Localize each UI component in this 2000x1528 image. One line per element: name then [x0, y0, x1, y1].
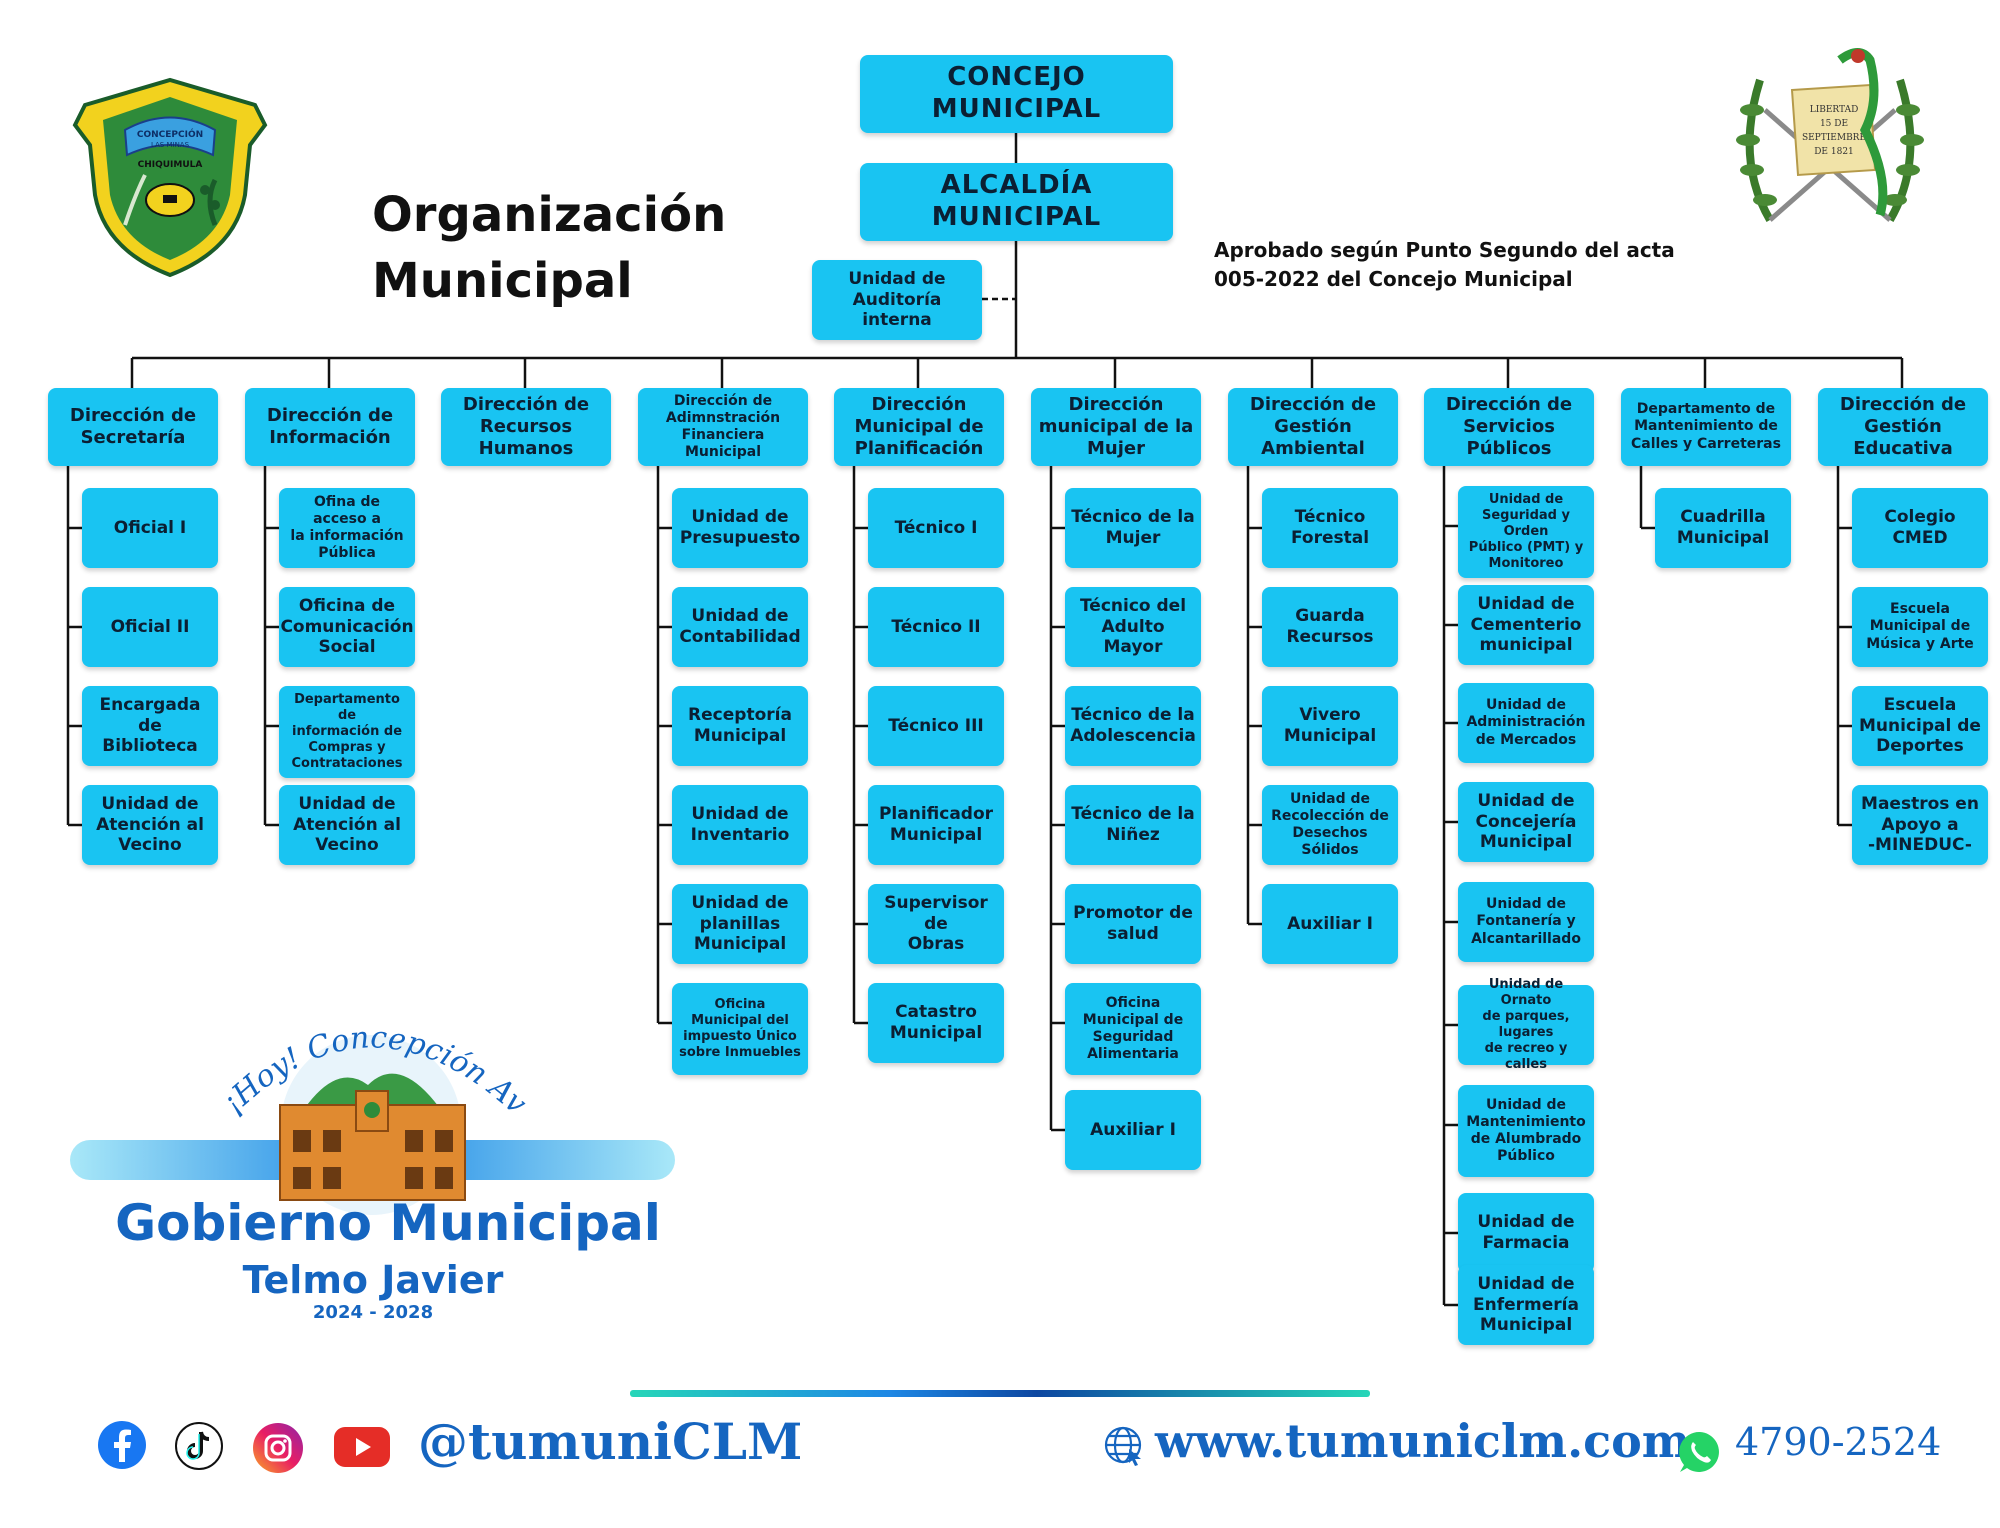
- website-link[interactable]: www.tumuniclm.com: [1155, 1414, 1691, 1468]
- unit-box: Técnico de la Adolescencia: [1065, 686, 1201, 766]
- unit-box: Planificador Municipal: [868, 785, 1004, 865]
- unit-box: Unidad de Fontanería y Alcantarillado: [1458, 882, 1594, 962]
- unit-box: Unidad de Farmacia: [1458, 1193, 1594, 1273]
- svg-text:CONCEPCIÓN: CONCEPCIÓN: [137, 128, 203, 140]
- youtube-icon[interactable]: [333, 1426, 391, 1468]
- unit-box: Técnico Forestal: [1262, 488, 1398, 568]
- social-handle[interactable]: @tumuniCLM: [418, 1412, 803, 1471]
- phone-number[interactable]: 4790-2524: [1735, 1420, 1942, 1464]
- director-box: Departamento de Mantenimiento de Calles …: [1621, 388, 1791, 466]
- whatsapp-icon[interactable]: [1676, 1428, 1724, 1476]
- unit-box: Unidad de Ornato de parques, lugares de …: [1458, 977, 1594, 1072]
- page-title: Organización Municipal: [372, 187, 727, 310]
- svg-text:15 DE: 15 DE: [1820, 119, 1848, 129]
- gov-name: Telmo Javier: [242, 1258, 504, 1302]
- unit-box: Unidad de Presupuesto: [672, 488, 808, 568]
- unit-box: Unidad de Atención al Vecino: [279, 785, 415, 865]
- svg-text:LIBERTAD: LIBERTAD: [1810, 105, 1859, 115]
- svg-text:SEPTIEMBRE: SEPTIEMBRE: [1802, 133, 1866, 143]
- unit-box: Técnico de la Mujer: [1065, 488, 1201, 568]
- unit-box: Técnico de la Niñez: [1065, 785, 1201, 865]
- unit-box: Auxiliar I: [1065, 1090, 1201, 1170]
- director-box: Dirección de Información: [245, 388, 415, 466]
- svg-text:¡Hoy! Concepción Avanza: ¡Hoy! Concepción Avanza: [200, 995, 533, 1121]
- unit-box: Oficina Municipal de Seguridad Alimentar…: [1065, 983, 1201, 1075]
- unit-box: Unidad de planillas Municipal: [672, 884, 808, 964]
- director-box: Dirección de Secretaría: [48, 388, 218, 466]
- unit-box: Unidad de Seguridad y Orden Público (PMT…: [1458, 486, 1594, 578]
- national-coat-of-arms-logo: LIBERTAD 15 DE SEPTIEMBRE DE 1821: [1736, 48, 1924, 223]
- footer-divider: [630, 1390, 1370, 1397]
- concejo-municipal-box: CONCEJO MUNICIPAL: [860, 55, 1173, 133]
- unit-box: Unidad de Atención al Vecino: [82, 785, 218, 865]
- director-box: Dirección de Gestión Educativa: [1818, 388, 1988, 466]
- unit-box: Receptoría Municipal: [672, 686, 808, 766]
- unit-box: Guarda Recursos: [1262, 587, 1398, 667]
- alcaldia-municipal-box: ALCALDÍA MUNICIPAL: [860, 163, 1173, 241]
- svg-text:CHIQUIMULA: CHIQUIMULA: [138, 160, 203, 170]
- unit-box: Unidad de Recolección de Desechos Sólido…: [1262, 785, 1398, 865]
- unit-box: Colegio CMED: [1852, 488, 1988, 568]
- unit-box: Escuela Municipal de Música y Arte: [1852, 587, 1988, 667]
- slogan-svg: ¡Hoy! Concepción Avanza: [190, 968, 533, 1121]
- unit-box: Unidad de Enfermería Municipal: [1458, 1265, 1594, 1345]
- unit-box: Técnico III: [868, 686, 1004, 766]
- director-box: Dirección municipal de la Mujer: [1031, 388, 1201, 466]
- unit-box: Encargada de Biblioteca: [82, 686, 218, 766]
- unit-box: Vivero Municipal: [1262, 686, 1398, 766]
- unit-box: Unidad de Administración de Mercados: [1458, 683, 1594, 763]
- unit-box: Unidad de Mantenimiento de Alumbrado Púb…: [1458, 1085, 1594, 1177]
- unit-box: Departamento de información de Compras y…: [279, 686, 415, 778]
- slogan-text: ¡Hoy! Concepción Avanza: [190, 968, 560, 1125]
- director-box: Dirección de Adimnstración Financiera Mu…: [638, 388, 808, 466]
- unit-box: Escuela Municipal de Deportes: [1852, 686, 1988, 766]
- unit-box: Técnico I: [868, 488, 1004, 568]
- instagram-icon[interactable]: [252, 1422, 304, 1474]
- director-box: Dirección de Gestión Ambiental: [1228, 388, 1398, 466]
- unit-box: Unidad de Concejería Municipal: [1458, 782, 1594, 862]
- unit-box: Técnico del Adulto Mayor: [1065, 587, 1201, 667]
- auditoria-interna-box: Unidad de Auditoría interna: [812, 260, 982, 340]
- unit-box: Unidad de Cementerio municipal: [1458, 585, 1594, 665]
- unit-box: Maestros en Apoyo a -MINEDUC-: [1852, 785, 1988, 865]
- unit-box: Oficina Municipal del impuesto Único sob…: [672, 983, 808, 1075]
- unit-box: Promotor de salud: [1065, 884, 1201, 964]
- tiktok-icon[interactable]: [175, 1422, 223, 1470]
- municipal-shield-logo: CONCEPCIÓN LAS MINAS CHIQUIMULA: [72, 77, 268, 278]
- gov-title: Gobierno Municipal: [115, 1194, 661, 1252]
- director-box: Dirección de Servicios Públicos: [1424, 388, 1594, 466]
- slogan-arc-text: ¡Hoy! Concepción Avanza: [190, 968, 533, 1121]
- unit-box: Ofina de acceso a la información Pública: [279, 488, 415, 568]
- unit-box: Técnico II: [868, 587, 1004, 667]
- unit-box: Oficial I: [82, 488, 218, 568]
- unit-box: Catastro Municipal: [868, 983, 1004, 1063]
- facebook-icon[interactable]: [97, 1420, 147, 1470]
- gobierno-municipal-logo: [70, 1035, 675, 1215]
- unit-box: Oficina de Comunicación Social: [279, 587, 415, 667]
- unit-box: Supervisor de Obras: [868, 884, 1004, 964]
- svg-text:DE 1821: DE 1821: [1814, 147, 1854, 157]
- svg-text:LAS MINAS: LAS MINAS: [151, 141, 190, 149]
- gov-years: 2024 - 2028: [312, 1302, 434, 1323]
- unit-box: Cuadrilla Municipal: [1655, 488, 1791, 568]
- unit-box: Unidad de Contabilidad: [672, 587, 808, 667]
- globe-icon: [1104, 1426, 1142, 1466]
- unit-box: Auxiliar I: [1262, 884, 1398, 964]
- director-box: Dirección de Recursos Humanos: [441, 388, 611, 466]
- approval-note: Aprobado según Punto Segundo del acta 00…: [1214, 238, 1675, 291]
- unit-box: Oficial II: [82, 587, 218, 667]
- director-box: Dirección Municipal de Planificación: [834, 388, 1004, 466]
- unit-box: Unidad de Inventario: [672, 785, 808, 865]
